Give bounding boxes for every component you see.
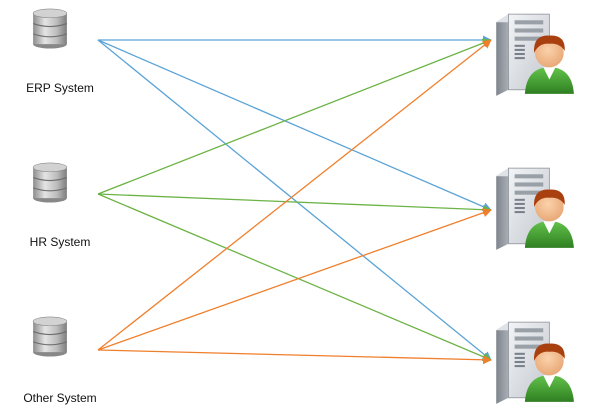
connections-layer: [97, 35, 492, 365]
connection-arrow: [97, 39, 492, 211]
connection-arrow: [97, 349, 492, 365]
system-node-other: Other System: [23, 316, 97, 405]
database-icon: [32, 8, 68, 50]
system-node-hr: HR System: [30, 162, 91, 249]
server-user-icon: [495, 321, 575, 405]
system-label-erp: ERP System: [26, 81, 94, 95]
client-node-3: [495, 321, 575, 405]
server-user-icon: [495, 13, 575, 97]
connection-arrow: [97, 208, 492, 351]
database-icon: [32, 316, 68, 358]
system-node-erp: ERP System: [26, 8, 94, 95]
client-node-2: [495, 167, 575, 251]
system-label-other: Other System: [23, 391, 96, 405]
connection-arrow: [97, 38, 492, 195]
database-icon: [32, 162, 68, 204]
connection-arrow: [97, 39, 492, 361]
system-label-hr: HR System: [30, 235, 91, 249]
client-node-1: [495, 13, 575, 97]
connection-arrow: [97, 193, 492, 361]
server-user-icon: [495, 167, 575, 251]
connection-arrow: [97, 39, 492, 351]
connection-arrow: [97, 193, 492, 215]
